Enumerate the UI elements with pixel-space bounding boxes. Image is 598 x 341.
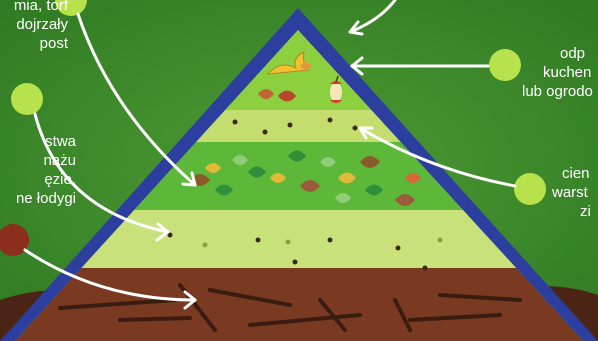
label-top-left: mia, torf dojrzały post	[0, 0, 68, 53]
label-mid-right: cien warst zi	[548, 164, 598, 221]
label-line: ne łodygi	[0, 189, 76, 208]
marker-mid-left	[11, 83, 43, 115]
marker-top-right	[489, 49, 521, 81]
label-line: post	[0, 34, 68, 53]
dot-icon	[328, 118, 333, 123]
label-line: stwa	[0, 132, 76, 151]
label-mid-left: stwa nażu ęzie, ne łodygi	[0, 132, 76, 208]
dot-icon	[293, 260, 298, 265]
label-line: dojrzały	[0, 15, 68, 34]
marker-mid-right	[514, 173, 546, 205]
dot-icon	[256, 238, 261, 243]
label-line: lub ogrodo	[520, 82, 598, 101]
dot-icon	[263, 130, 268, 135]
branch-icon	[120, 318, 190, 320]
label-line: kuchen	[520, 63, 598, 82]
label-line: cien	[548, 164, 598, 183]
label-line: nażu	[0, 151, 76, 170]
dot-icon	[353, 126, 358, 131]
dot-icon	[286, 240, 291, 245]
dot-icon	[396, 246, 401, 251]
label-top-right: odp kuchen lub ogrodo	[520, 44, 598, 101]
dot-icon	[288, 123, 293, 128]
dot-icon	[233, 120, 238, 125]
label-line: mia, torf	[0, 0, 68, 15]
label-line: zi	[548, 202, 598, 221]
dot-icon	[203, 243, 208, 248]
dot-icon	[438, 238, 443, 243]
label-line: odp	[520, 44, 598, 63]
label-line: warst	[548, 183, 598, 202]
label-line: ęzie,	[0, 170, 76, 189]
dot-icon	[423, 266, 428, 271]
dot-icon	[328, 238, 333, 243]
